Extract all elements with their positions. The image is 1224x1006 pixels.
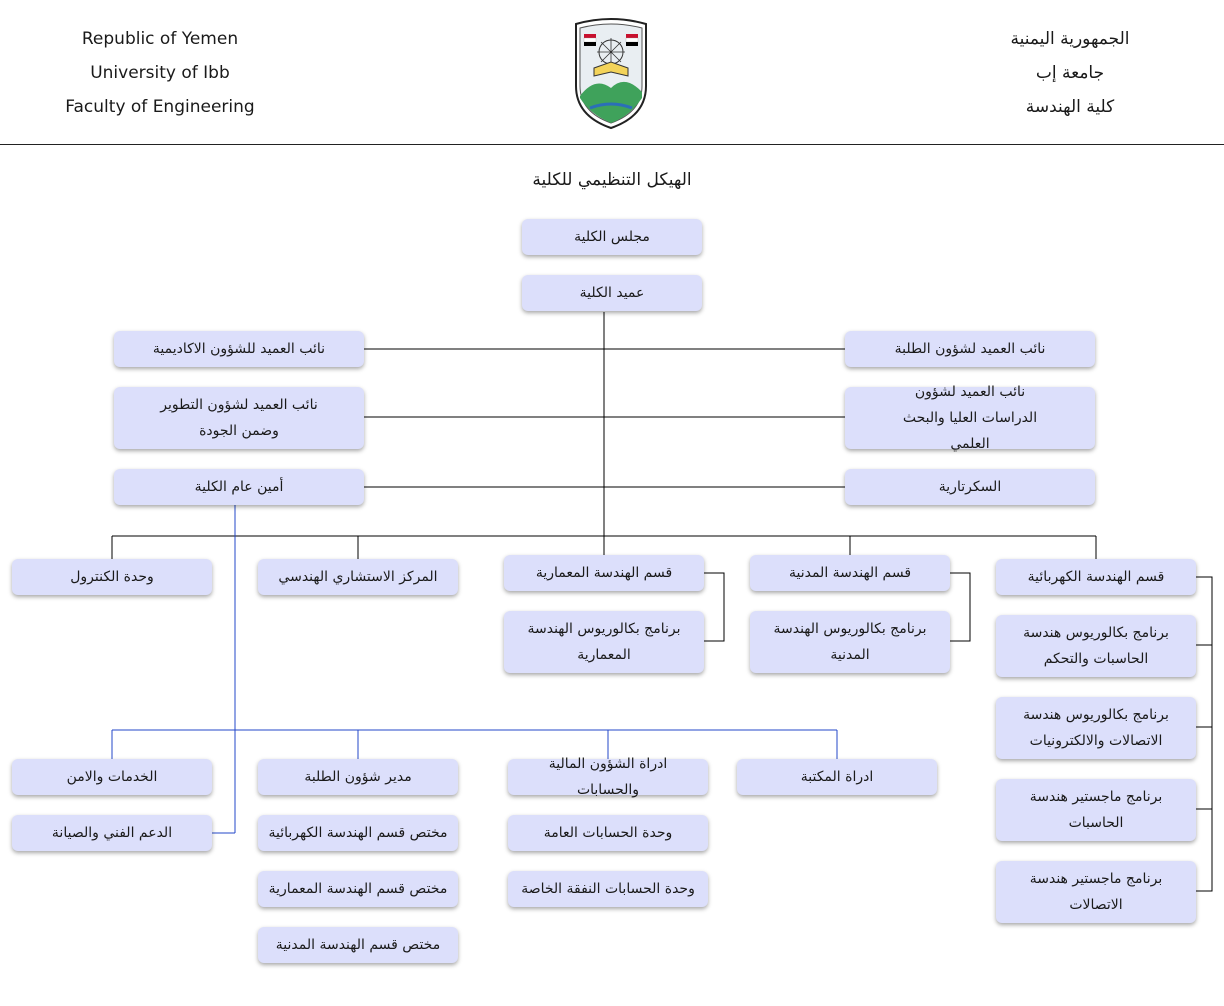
header-country-ar: الجمهورية اليمنية (1010, 29, 1130, 49)
node-prog-computers-control: برنامج بكالوريوس هندسة الحاسبات والتحكم (996, 615, 1196, 677)
header-arabic: الجمهورية اليمنية جامعة إب كلية الهندسة (970, 22, 1170, 124)
node-specialist-architecture: مختص قسم الهندسة المعمارية (258, 871, 458, 907)
node-control-unit: وحدة الكنترول (12, 559, 212, 595)
node-dept-electrical: قسم الهندسة الكهربائية (996, 559, 1196, 595)
node-dept-architecture: قسم الهندسة المعمارية (504, 555, 704, 591)
node-specialist-electrical: مختص قسم الهندسة الكهربائية (258, 815, 458, 851)
node-vd-students: نائب العميد لشؤون الطلبة (845, 331, 1095, 367)
black-connectors (111, 312, 1213, 892)
header-university-ar: جامعة إب (1035, 63, 1105, 83)
node-vd-academic: نائب العميد للشؤون الاكاديمية (114, 331, 364, 367)
node-special-expense-accounts: وحدة الحسابات النفقة الخاصة (508, 871, 708, 907)
node-student-affairs-manager: مدير شؤون الطلبة (258, 759, 458, 795)
node-vd-graduate: نائب العميد لشؤون الدراسات العليا والبحث… (845, 384, 1095, 452)
node-vd-development: نائب العميد لشؤون التطوير وضمن الجودة (114, 387, 364, 449)
node-prog-comm-electronics: برنامج بكالوريوس هندسة الاتصالات والالكت… (996, 697, 1196, 759)
header-english: Republic of Yemen University of Ibb Facu… (60, 22, 260, 124)
node-prog-master-comm: برنامج ماجستير هندسة الاتصالات (996, 861, 1196, 923)
node-secretariat: السكرتارية (845, 469, 1095, 505)
node-general-accounts: وحدة الحسابات العامة (508, 815, 708, 851)
header-country-en: Republic of Yemen (81, 29, 239, 49)
node-council: مجلس الكلية (522, 219, 702, 255)
node-library-admin: ادراة المكتبة (737, 759, 937, 795)
node-prog-master-computers: برنامج ماجستير هندسة الحاسبات (996, 779, 1196, 841)
blue-connectors (111, 505, 838, 834)
node-prog-civil: برنامج بكالوريوس الهندسة المدنية (750, 611, 950, 673)
node-prog-architecture: برنامج بكالوريوس الهندسة المعمارية (504, 611, 704, 673)
node-consulting-center: المركز الاستشاري الهندسي (258, 559, 458, 595)
header-university-en: University of Ibb (90, 63, 230, 83)
node-dept-civil: قسم الهندسة المدنية (750, 555, 950, 591)
node-finance-admin: ادراة الشؤون المالية والحسابات (508, 756, 708, 798)
university-crest-icon (575, 18, 647, 130)
node-services-security: الخدمات والامن (12, 759, 212, 795)
node-dean: عميد الكلية (522, 275, 702, 311)
node-specialist-civil: مختص قسم الهندسة المدنية (258, 927, 458, 963)
header-faculty-en: Faculty of Engineering (65, 97, 255, 117)
node-technical-support: الدعم الفني والصيانة (12, 815, 212, 851)
header-faculty-ar: كلية الهندسة (1025, 97, 1115, 117)
node-general-secretary: أمين عام الكلية (114, 469, 364, 505)
page-header: Republic of Yemen University of Ibb Facu… (0, 0, 1224, 145)
chart-title: الهيكل التنظيمي للكلية (532, 170, 692, 190)
